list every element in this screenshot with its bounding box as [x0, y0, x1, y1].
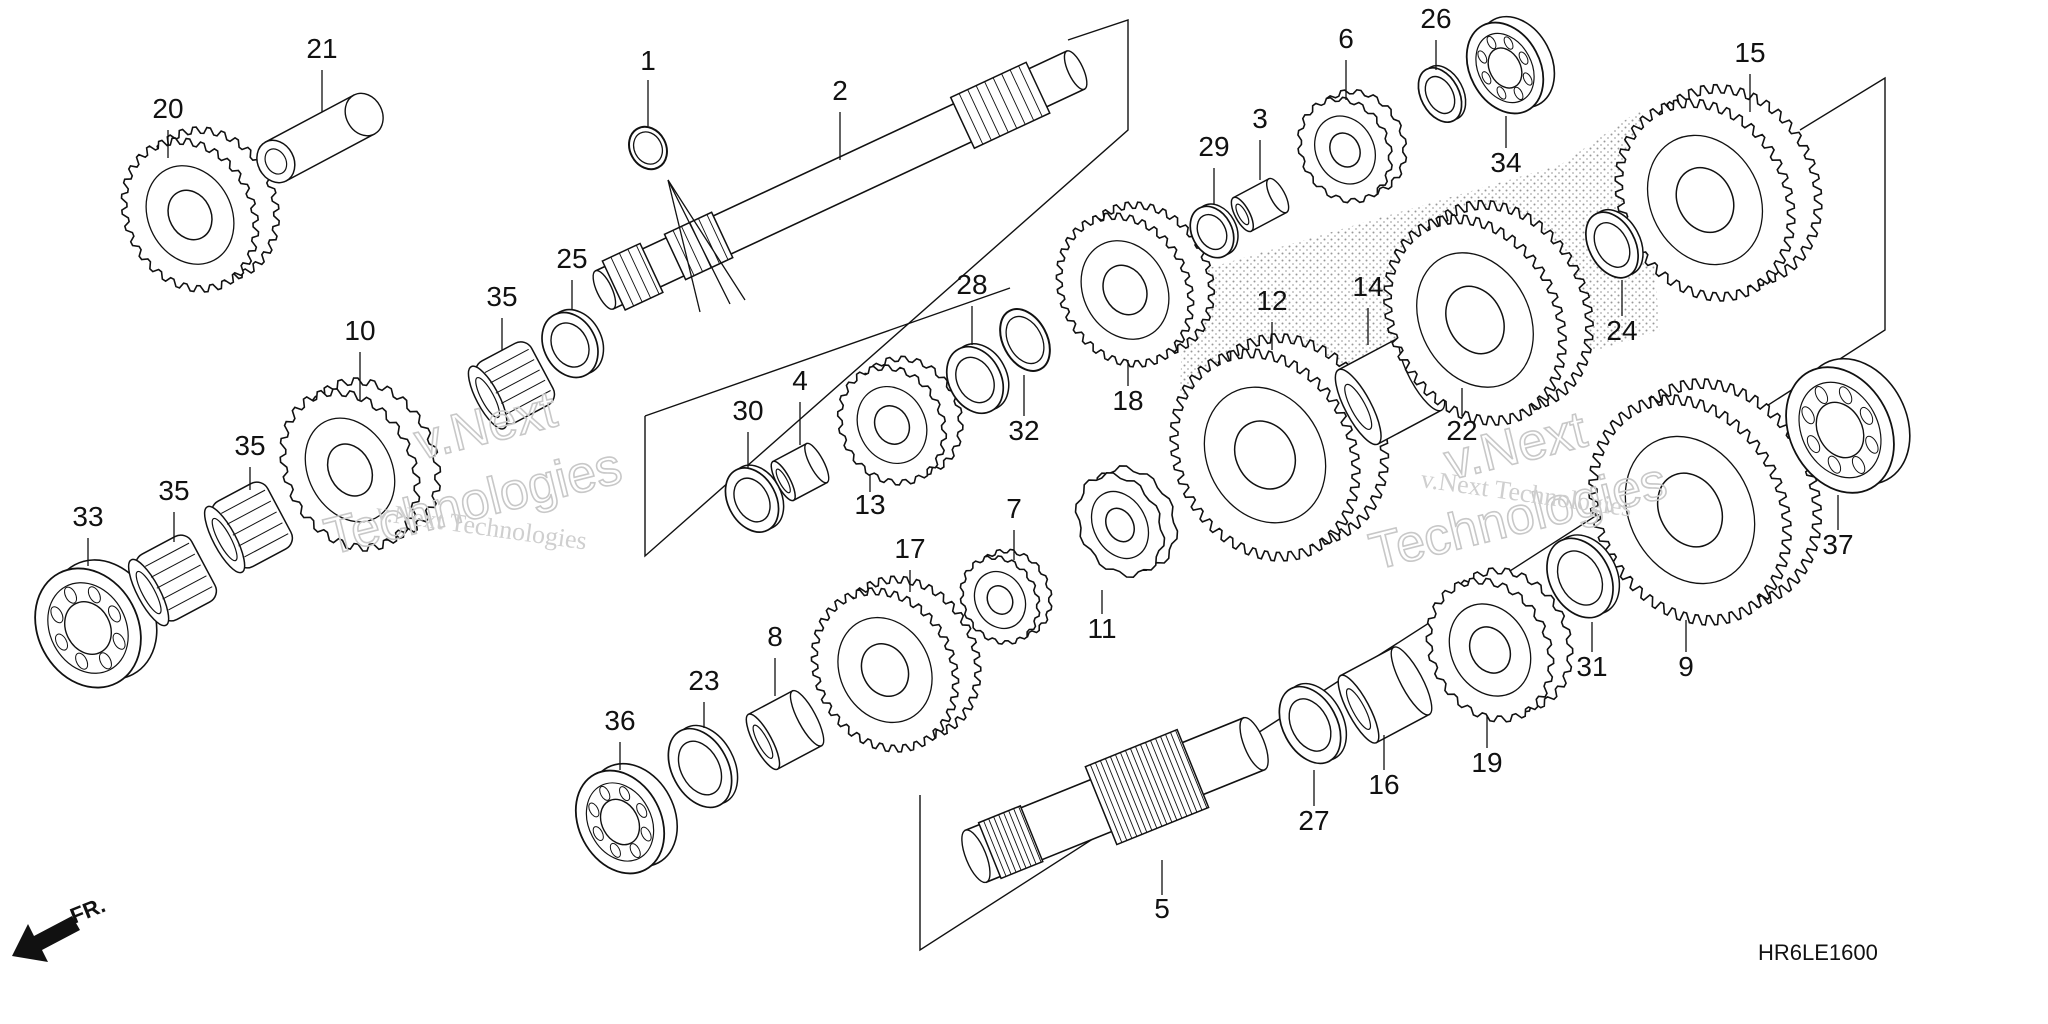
part-2-mainshaft [586, 42, 1095, 319]
callout-number: 35 [158, 475, 189, 506]
mainshaft-outline-left [644, 287, 1011, 417]
callout-number: 15 [1734, 37, 1765, 68]
callout-number: 12 [1256, 285, 1287, 316]
callout-number: 5 [1154, 893, 1170, 924]
part-7-gear [945, 535, 1067, 658]
parts-layer [15, 3, 1931, 899]
part-35-needle-bearing [461, 338, 558, 434]
callout-number: 35 [234, 430, 265, 461]
callout-number: 24 [1606, 315, 1637, 346]
part-5-countershaft [951, 701, 1279, 899]
callout-number: 14 [1352, 271, 1383, 302]
part-18-gear [1030, 178, 1240, 391]
part-35-needle-bearing [197, 478, 296, 578]
part-19-gear [1402, 545, 1597, 744]
part-31-washer [1534, 523, 1633, 629]
callout-number: 33 [72, 501, 103, 532]
callout-number: 13 [854, 489, 885, 520]
callout-number: 19 [1471, 747, 1502, 778]
part-37-bearing [1765, 340, 1931, 512]
callout-number: 34 [1490, 147, 1521, 178]
part-26-washer [1410, 58, 1475, 129]
callout-number: 27 [1298, 805, 1329, 836]
part-9-gear [1550, 343, 1861, 660]
callout-number: 23 [688, 665, 719, 696]
front-label: FR. [67, 892, 109, 928]
callout-number: 30 [732, 395, 763, 426]
group-outlines [644, 19, 1886, 952]
part-15-gear [1581, 53, 1857, 332]
part-20-gear [95, 103, 305, 316]
callout-number: 11 [1087, 613, 1116, 644]
part-1-circlip [622, 120, 674, 176]
callout-number: 26 [1420, 3, 1451, 34]
part-34-bearing [1452, 3, 1570, 127]
part-11-gear [1058, 451, 1194, 592]
mainshaft-group-outline [644, 19, 1129, 558]
front-direction-indicator: FR. [12, 892, 109, 962]
part-28-washer [936, 334, 1020, 423]
part-16-collar [1331, 642, 1439, 747]
front-arrow-icon [12, 916, 80, 962]
part-23-washer [656, 715, 751, 819]
part-17-gear [783, 550, 1009, 778]
part-8-collar [740, 687, 829, 774]
part-6-gear [1280, 73, 1425, 220]
callout-number: 4 [792, 365, 808, 396]
part-32-circlip [990, 301, 1060, 380]
leader-lines [87, 40, 1839, 895]
part-35-needle-bearing [121, 531, 220, 631]
callout-number: 2 [832, 75, 848, 106]
callout-number: 22 [1446, 415, 1477, 446]
leader-line-1-groove [667, 179, 701, 313]
callout-number: 9 [1678, 651, 1694, 682]
callout-number: 8 [767, 621, 783, 652]
callout-number: 16 [1368, 769, 1399, 800]
part-10-gear [253, 354, 468, 576]
callout-number: 32 [1008, 415, 1039, 446]
callout-number: 7 [1006, 493, 1022, 524]
part-33-bearing [15, 541, 177, 706]
callout-number: 3 [1252, 103, 1268, 134]
part-25-washer [531, 300, 614, 387]
callout-number: 20 [152, 93, 183, 124]
callout-number: 1 [640, 45, 656, 76]
part-27-washer [1267, 673, 1359, 774]
part-30-washer [715, 456, 794, 541]
leader-line-1-groove [667, 179, 731, 305]
part-3-collar [1227, 175, 1293, 234]
part-36-bearing [558, 748, 694, 889]
callout-number: 21 [306, 33, 337, 64]
countershaft-group-outline [919, 76, 1886, 952]
leader-line-1-groove [667, 179, 746, 301]
callout-number: 25 [556, 243, 587, 274]
part-29-washer [1182, 197, 1247, 266]
part-24-washer [1575, 201, 1653, 287]
part-22-gear [1348, 169, 1628, 457]
part-13-gear [817, 337, 983, 504]
callout-numbers: 1234567891011121314151617181920212223242… [72, 3, 1853, 924]
part-21-shaft [250, 87, 391, 190]
part-4-collar [767, 440, 833, 503]
callout-number: 35 [486, 281, 517, 312]
callout-number: 37 [1822, 529, 1853, 560]
callout-number: 10 [344, 315, 375, 346]
callout-number: 17 [894, 533, 925, 564]
callout-number: 31 [1576, 651, 1607, 682]
callout-number: 28 [956, 269, 987, 300]
callout-number: 6 [1338, 23, 1354, 54]
callout-number: 18 [1112, 385, 1143, 416]
callout-number: 29 [1198, 131, 1229, 162]
diagram-code: HR6LE1600 [1758, 940, 1878, 965]
callout-number: 36 [604, 705, 635, 736]
